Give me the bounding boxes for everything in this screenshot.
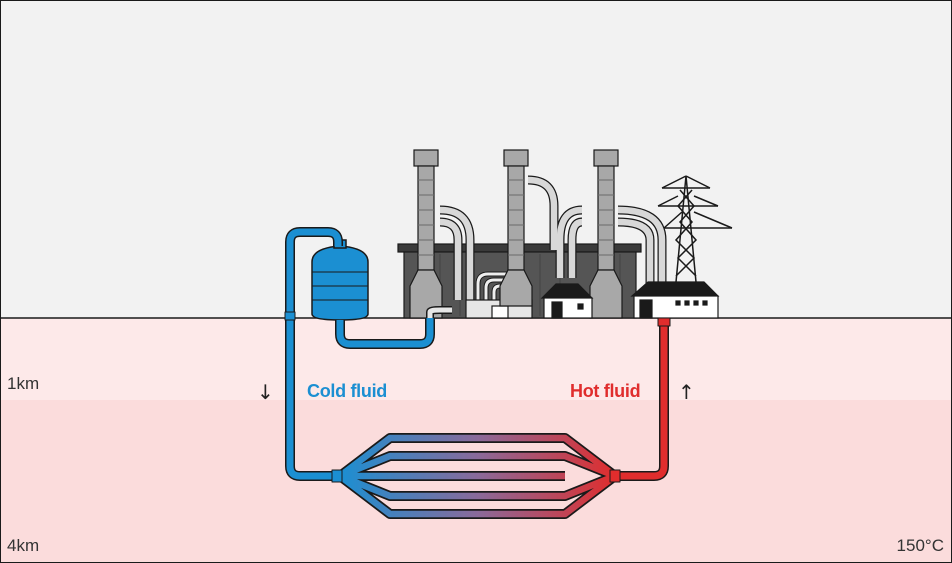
small-house-1 [540, 283, 594, 319]
storage-tank-icon [311, 239, 369, 321]
small-house-2 [630, 281, 720, 319]
up-arrow-icon: ↑ [678, 380, 695, 404]
depth-label-1km: 1km [7, 374, 40, 393]
pylon-icon [657, 175, 733, 283]
hot-fluid-label: Hot fluid [570, 381, 641, 401]
ground-lower-layer [0, 400, 952, 563]
down-arrow-icon: ↓ [257, 380, 274, 404]
hot-pipe [615, 317, 671, 481]
power-plant-icon [397, 149, 720, 319]
ground-upper-layer [0, 318, 952, 400]
heat-exchanger-icon [331, 433, 621, 519]
cold-pipe [284, 227, 452, 481]
cold-fluid-label: Cold fluid [307, 381, 387, 401]
depth-label-4km: 4km [7, 536, 40, 555]
temperature-label: 150°C [896, 536, 944, 555]
